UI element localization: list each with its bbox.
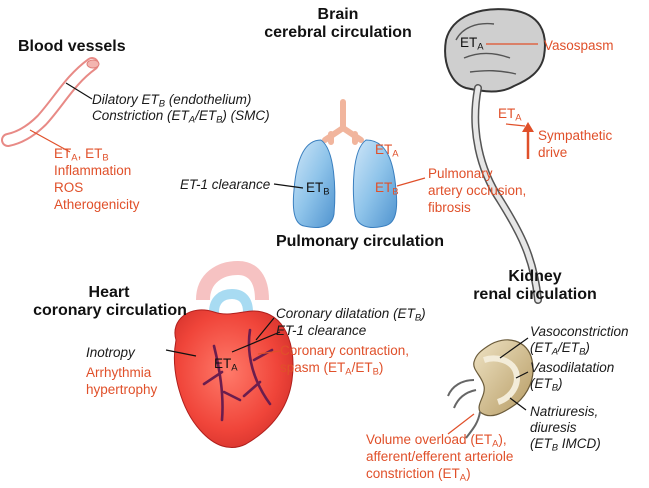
pulmonary-circulation-title: Pulmonary circulation <box>275 233 445 250</box>
coronary-contraction-label: Coronary contraction, <box>280 343 410 358</box>
spinal-eta-label: ETA <box>498 106 522 124</box>
inotropy-label: Inotropy <box>86 345 135 360</box>
blood-vessels-title: Blood vessels <box>18 38 126 55</box>
lung-eta-label: ETA <box>375 142 399 160</box>
imcd-label: (ETB IMCD) <box>530 436 601 454</box>
brain-illustration <box>444 8 546 304</box>
renal-circulation-title: renal circulation <box>473 286 597 303</box>
vessel-eta-etb-label: ETA, ETB <box>54 146 109 164</box>
vasospasm-label: Vasospasm <box>544 38 614 53</box>
pulmonary-clearance-label: ET-1 clearance <box>180 177 271 192</box>
leader-line <box>396 177 426 187</box>
leader-line <box>499 337 529 359</box>
brain-eta-label: ETA <box>460 35 484 53</box>
heart-clearance-label: ET-1 clearance <box>276 323 367 338</box>
vasoconstriction-receptors-label: (ETA/ETB) <box>530 340 590 358</box>
lung-etb-red-label: ETB <box>375 180 399 198</box>
hypertrophy-label: hypertrophy <box>86 382 158 397</box>
leader-line <box>505 123 526 127</box>
ros-label: ROS <box>54 180 84 195</box>
vasodilatation-receptor-label: (ETB) <box>530 376 563 394</box>
coronary-circulation-title: coronary circulation <box>33 302 187 319</box>
brain-title: Brain <box>317 6 359 23</box>
inflammation-label: Inflammation <box>54 163 132 178</box>
cerebral-circulation-title: cerebral circulation <box>264 24 412 41</box>
leader-line <box>255 317 275 341</box>
arteriole-label: afferent/efferent arteriole <box>366 449 514 464</box>
leader-line <box>515 371 529 379</box>
coronary-dilatation-label: Coronary dilatation (ETB) <box>276 306 426 324</box>
leader-line <box>29 129 71 153</box>
vasodilatation-label: Vasodilatation <box>530 360 615 375</box>
atherogenicity-label: Atherogenicity <box>54 197 140 212</box>
leader-line <box>165 349 197 357</box>
sympathetic-label: Sympathetic <box>538 128 613 143</box>
fibrosis-label: fibrosis <box>428 200 471 215</box>
heart-eta-label: ETA <box>214 356 238 374</box>
volume-overload-label: Volume overload (ETA), <box>366 432 507 450</box>
heart-title: Heart <box>88 284 130 301</box>
diuresis-label: diuresis <box>530 420 577 435</box>
constriction-eta-etb-label: Constriction (ETA/ETB) (SMC) <box>92 108 270 126</box>
arteriole-constriction-label: constriction (ETA) <box>366 466 471 484</box>
leader-line <box>65 82 93 100</box>
leader-line <box>509 397 527 411</box>
spasm-label: spasm (ETA/ETB) <box>280 360 384 378</box>
natriuresis-label: Natriuresis, <box>530 404 599 419</box>
leader-line <box>273 183 304 189</box>
kidney-illustration <box>447 337 534 439</box>
heart-illustration <box>165 260 294 448</box>
arrhythmia-label: Arrhythmia <box>86 365 152 380</box>
blood-vessel-illustration <box>1 57 100 153</box>
kidney-title: Kidney <box>508 268 562 285</box>
pulmonary-occlusion-label: Pulmonary <box>428 166 493 181</box>
lung-etb-label: ETB <box>306 180 330 198</box>
lungs-illustration <box>273 99 426 228</box>
leader-line <box>447 413 475 435</box>
vasoconstriction-label: Vasoconstriction <box>530 324 629 339</box>
artery-occlusion-label: artery occlusion, <box>428 183 527 198</box>
dilatory-etb-label: Dilatory ETB (endothelium) <box>92 92 252 110</box>
leader-line <box>257 350 281 355</box>
leader-line <box>231 331 281 353</box>
drive-label: drive <box>538 145 568 160</box>
